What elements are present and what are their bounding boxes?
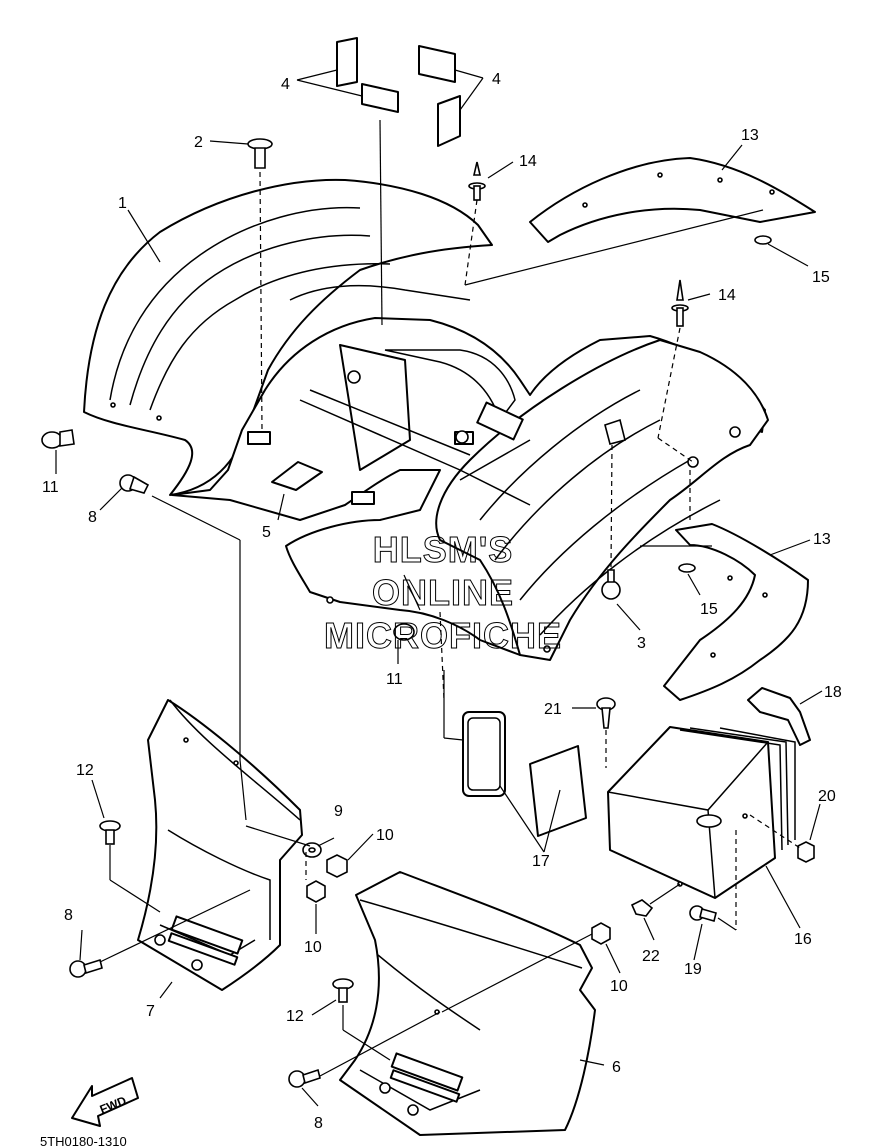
callout-3: 3 (637, 635, 646, 652)
callout-12-bottom: 12 (286, 1008, 304, 1025)
drawing-code: 5TH0180-1310 (40, 1134, 127, 1147)
callout-10-c: 10 (610, 978, 628, 995)
callout-15-bottom: 15 (700, 601, 718, 618)
callout-13-top: 13 (741, 127, 759, 144)
callout-18: 18 (824, 684, 842, 701)
callout-2: 2 (194, 134, 203, 151)
callout-12-left: 12 (76, 762, 94, 779)
callout-17: 17 (532, 853, 550, 870)
bracket-part-18 (747, 687, 811, 746)
rear-fender-part-1 (83, 178, 769, 661)
callout-14-top: 14 (519, 153, 537, 170)
callout-14-right: 14 (718, 287, 736, 304)
leader-lines (55, 69, 823, 1107)
callout-4-right: 4 (492, 71, 501, 88)
fasteners (41, 138, 815, 1088)
callout-13-right: 13 (813, 531, 831, 548)
watermark-line-3: MICROFICHE (324, 615, 562, 656)
callout-22: 22 (642, 948, 660, 965)
callout-21: 21 (544, 701, 562, 718)
forward-arrow-icon: FWD (71, 1077, 139, 1127)
callout-9: 9 (334, 803, 343, 820)
pad-part-17 (462, 711, 587, 837)
callout-4-left: 4 (281, 76, 290, 93)
watermark-line-2: ONLINE (372, 572, 514, 613)
callout-11-left: 11 (42, 479, 59, 496)
callout-11-center: 11 (386, 671, 403, 688)
pad-part-5 (271, 461, 323, 491)
mud-flap-part-13-lower (663, 523, 809, 701)
footrest-guard-part-7 (137, 699, 303, 991)
callout-8-top: 8 (88, 509, 97, 526)
callout-10-b: 10 (304, 939, 322, 956)
pad-part-4-left (336, 37, 461, 147)
callout-8-left: 8 (64, 907, 73, 924)
callout-16: 16 (794, 931, 812, 948)
callout-20: 20 (818, 788, 836, 805)
callout-6: 6 (612, 1059, 621, 1076)
callout-8-bottom: 8 (314, 1115, 323, 1132)
callout-1: 1 (118, 195, 127, 212)
callout-7: 7 (146, 1003, 155, 1020)
watermark-line-1: HLSM'S (373, 529, 514, 570)
footrest-guard-part-6 (339, 871, 596, 1136)
callout-19: 19 (684, 961, 702, 978)
callout-numbers: 1 2 3 4 4 5 6 7 8 8 8 9 10 10 10 11 11 1… (42, 71, 842, 1132)
callout-10-a: 10 (376, 827, 394, 844)
callout-5: 5 (262, 524, 271, 541)
mud-flap-part-13-upper (529, 157, 816, 243)
box-part-16 (607, 726, 796, 899)
watermark: HLSM'S ONLINE MICROFICHE (324, 529, 562, 657)
callout-15-top: 15 (812, 269, 830, 286)
